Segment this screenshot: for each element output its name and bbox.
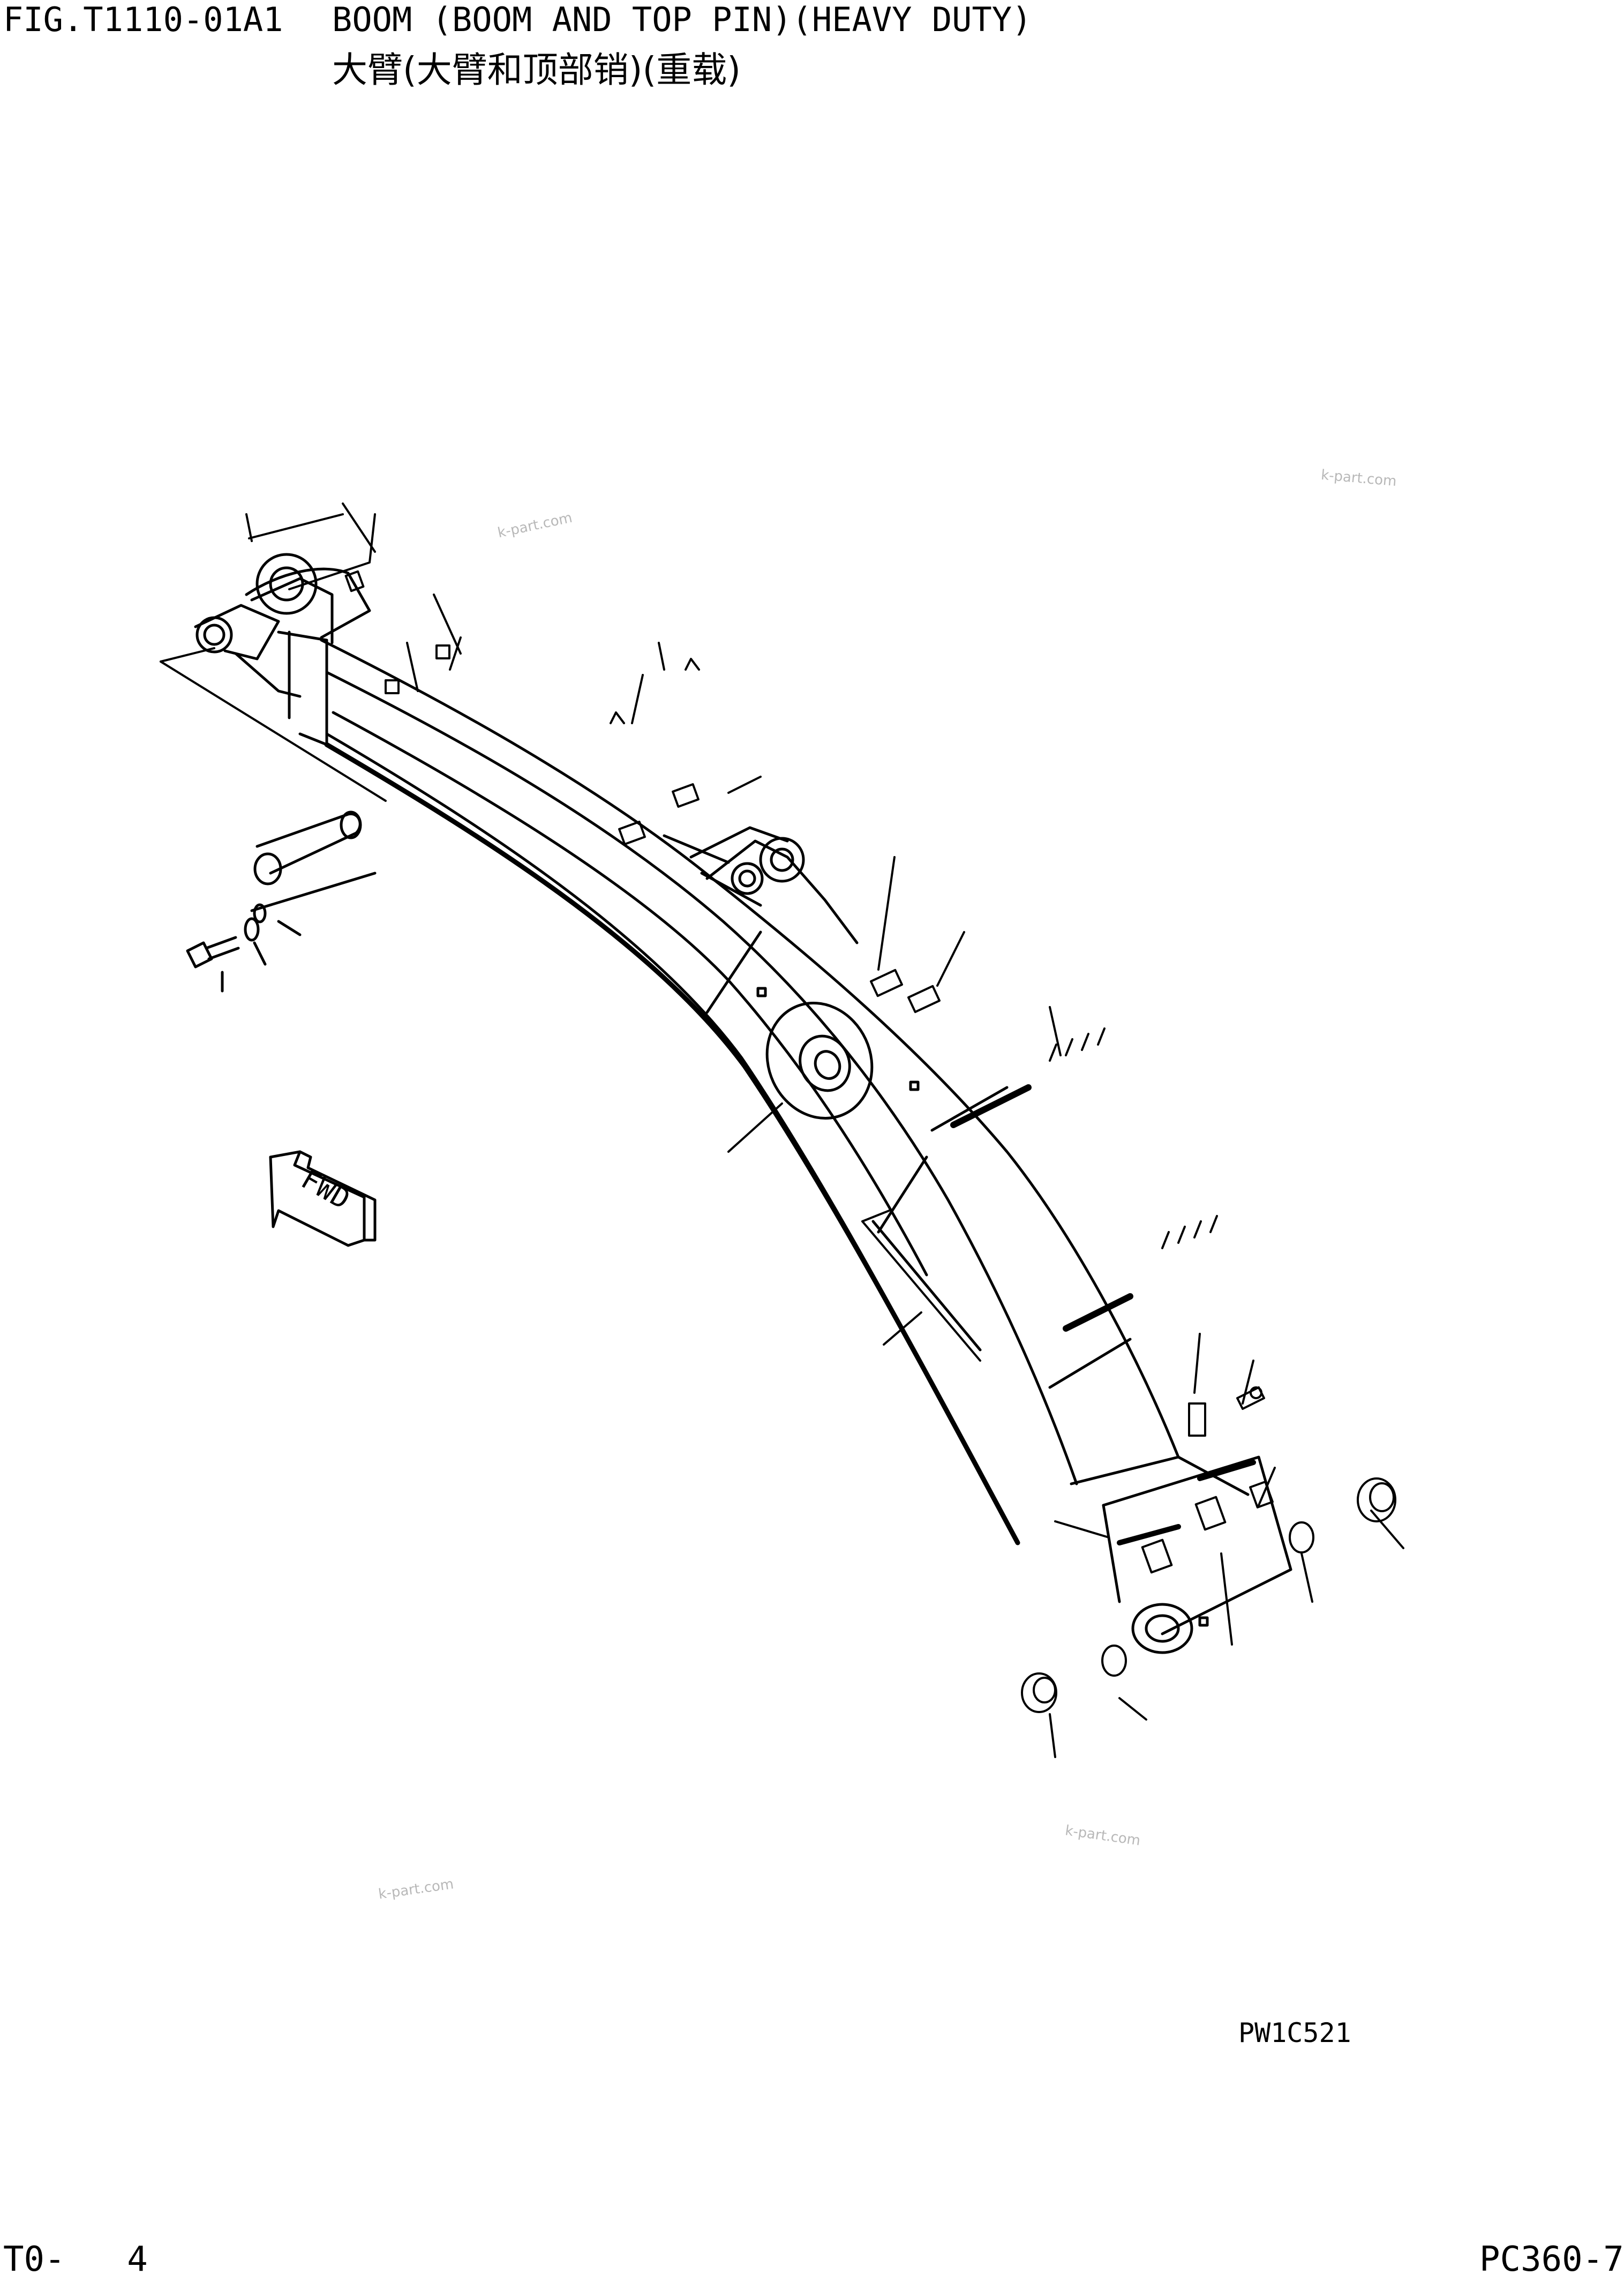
page-number: T0- 4 [3,2240,148,2279]
title-english: BOOM (BOOM AND TOP PIN)(HEAVY DUTY) [332,0,1032,39]
hardware-parts [344,570,1396,1713]
foot-pin-assembly [186,810,377,993]
model-number: PC360-7 [1479,2240,1624,2279]
drawing-code: PW1C521 [1238,2017,1351,2048]
boom-body [194,553,1292,1654]
fwd-direction-arrow [269,1150,377,1247]
leader-lines [160,502,1404,1758]
figure-number: FIG.T1110-01A1 [3,0,283,39]
title-chinese: 大臂(大臂和顶部销)(重载) [332,49,741,91]
